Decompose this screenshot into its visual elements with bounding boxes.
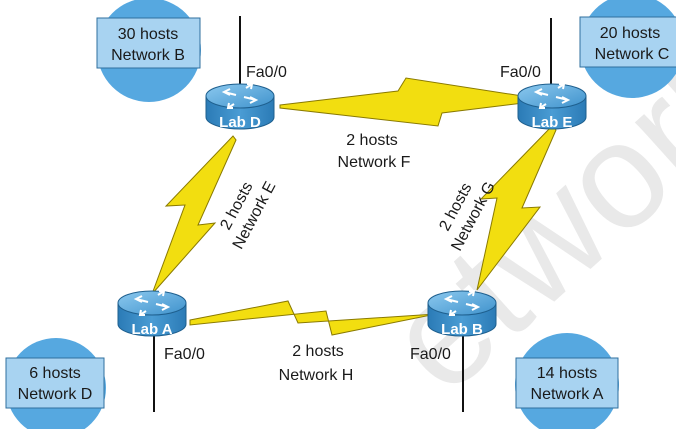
network-f-name: Network F [338,154,411,171]
network-a-hosts: 14 hosts [537,365,597,382]
router-arrows-icon [533,83,571,109]
router-lab-b-label: Lab B [441,321,483,338]
network-b-hosts: 30 hosts [118,26,178,43]
network-d-node: 6 hosts Network D [5,338,106,429]
network-h-hosts: 2 hosts [292,343,344,360]
network-b-node: 30 hosts Network B [96,0,201,102]
serial-link-network-e [151,135,237,295]
interface-label-lab-b: Fa0/0 [410,346,451,363]
network-c-node: 20 hosts Network C [579,0,676,98]
network-a-name: Network A [531,386,604,403]
router-arrows-icon [221,83,259,109]
network-c-name: Network C [595,46,670,63]
interface-label-lab-d: Fa0/0 [246,64,287,81]
network-f-hosts: 2 hosts [346,132,398,149]
link-label-network-f: 2 hosts Network F [338,132,411,171]
router-arrows-icon [133,290,171,316]
serial-link-network-g [476,125,557,291]
router-lab-d-label: Lab D [219,114,261,131]
router-lab-b[interactable]: Lab B [427,290,497,338]
network-d-name: Network D [18,386,93,403]
network-a-node: 14 hosts Network A [515,333,619,429]
network-c-hosts: 20 hosts [600,25,660,42]
router-lab-e[interactable]: Lab E [517,83,587,131]
router-lab-a-label: Lab A [131,321,172,338]
interface-label-lab-a: Fa0/0 [164,346,205,363]
link-label-network-h: 2 hosts Network H [279,343,354,384]
serial-link-network-f [279,77,549,127]
router-lab-a[interactable]: Lab A [117,290,187,338]
network-h-name: Network H [279,367,354,384]
network-b-name: Network B [111,47,185,64]
router-arrows-icon [443,290,481,316]
link-label-network-e: 2 hosts Network E [217,179,279,252]
interface-label-lab-e: Fa0/0 [500,64,541,81]
router-lab-e-label: Lab E [532,114,573,131]
router-lab-d[interactable]: Lab D [205,83,275,131]
network-d-hosts: 6 hosts [29,365,81,382]
serial-link-network-h [189,300,437,336]
